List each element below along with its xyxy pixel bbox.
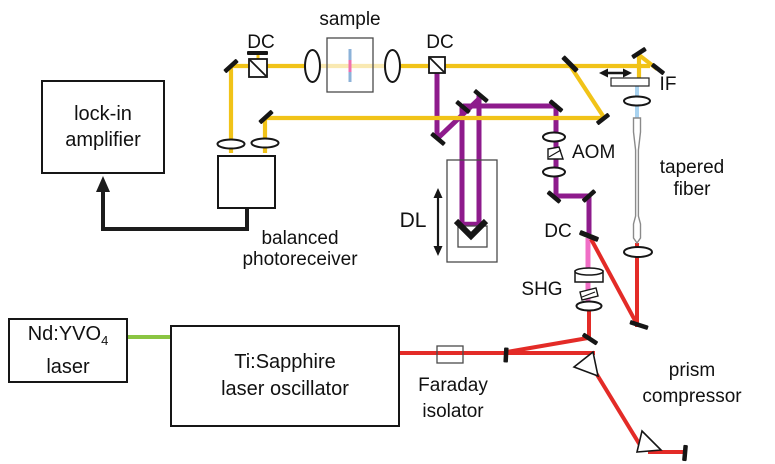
dc-label-shg: DC <box>544 221 572 242</box>
sample-box <box>326 37 374 93</box>
ti-sapphire-box: Ti:Sapphire laser oscillator <box>170 325 400 427</box>
delay-arrow-down-icon <box>433 246 443 256</box>
prism-icon-2 <box>635 429 663 453</box>
residual-red-to-fiber <box>589 238 640 327</box>
dc-label-left: DC <box>247 32 275 53</box>
tapered-fiber-label-line2: fiber <box>673 179 711 200</box>
mirror-icon-probe-top-left <box>223 59 239 73</box>
nd-yvo4-laser-word: laser <box>46 356 90 378</box>
delay-line-box <box>446 159 498 263</box>
shg-crystal-diagonal <box>581 291 596 298</box>
retroreflector-mount-box <box>457 225 488 248</box>
nd-yvo4-name: Nd:YVO <box>27 323 102 345</box>
mirror-icon-aom-top <box>548 99 564 113</box>
lens-icon-sample-right <box>384 49 401 83</box>
lock-in-amplifier-label-line1: lock-in <box>74 103 132 125</box>
mirror-icon-aom-bottom <box>546 190 562 204</box>
dc-label-mid: DC <box>426 32 454 53</box>
mirror-icon-top-right-lower <box>651 63 665 75</box>
lens-icon-receiver-1 <box>216 138 246 150</box>
prism-compressor-label-line1: prism <box>668 360 716 381</box>
prism-icon-1 <box>572 350 600 378</box>
prism-compressor-diagonal <box>594 371 645 452</box>
faraday-isolator-label-line2: isolator <box>422 401 484 422</box>
ti-sapphire-label-line2: laser oscillator <box>221 378 349 400</box>
filter-arrow-right-icon <box>623 68 632 78</box>
tapered-fiber-icon <box>632 117 642 245</box>
tapered-fiber-label: tapered fiber <box>642 157 742 201</box>
signal-arrowhead-icon <box>96 176 110 192</box>
lens-icon-fiber-bottom <box>623 246 653 258</box>
lens-icon-sample-left <box>304 49 321 83</box>
beam-to-shg-arm <box>506 336 589 354</box>
filter-translation-arrow <box>599 68 632 78</box>
prism-compressor-label-line2: compressor <box>642 386 742 407</box>
dichroic-cube-left-diagonal <box>249 59 267 77</box>
filter-arrow-left-icon <box>599 68 608 78</box>
lens-icon-receiver-2 <box>250 137 280 149</box>
balanced-photoreceiver-label: balanced photoreceiver <box>218 228 382 270</box>
reference-pickoff-diagonal <box>569 65 607 121</box>
if-label: IF <box>659 74 677 95</box>
balanced-photoreceiver-label-line1: balanced <box>261 228 339 249</box>
delay-arrow-up-icon <box>433 188 443 198</box>
interference-filter-icon <box>610 77 650 87</box>
pump-beam-path <box>434 70 592 234</box>
nd-yvo4-laser-box: Nd:YVO4 laser <box>8 318 128 383</box>
mirror-icon-shg-fold <box>582 332 598 346</box>
lenses <box>216 49 653 312</box>
mirror-icon-top-right-upper <box>631 47 647 59</box>
shg-label: SHG <box>521 279 563 300</box>
lens-icon-shg-top <box>574 267 604 276</box>
mirror-icon-pump-corner <box>581 189 597 203</box>
mirrors <box>223 47 688 462</box>
dichroic-mirror-icon-shg <box>579 230 599 242</box>
beam-dump-icon <box>247 51 268 55</box>
balanced-photoreceiver-label-line2: photoreceiver <box>242 249 358 270</box>
sample-label: sample <box>319 9 381 30</box>
mirror-icon-reference-left <box>258 110 274 124</box>
lens-icon-aom-bottom <box>542 166 566 178</box>
photoreceiver-signal-wire <box>101 190 249 231</box>
tapered-fiber-label-line1: tapered <box>659 157 725 178</box>
mirror-icon-delay-right <box>473 89 489 103</box>
faraday-isolator-label: Faraday isolator <box>401 373 505 425</box>
mirror-icon-fiber-coupling <box>629 320 649 330</box>
beamsplitter-icon-oscillator <box>503 347 509 363</box>
mirror-icon-reference-fold <box>596 113 610 125</box>
nd-yvo4-subscript: 4 <box>101 333 109 348</box>
faraday-isolator-label-line1: Faraday <box>418 375 488 396</box>
end-mirror-icon-compressor <box>682 444 688 462</box>
lens-icon-fiber-top <box>623 95 651 107</box>
mirror-icon-reference-pickoff <box>561 55 579 73</box>
faraday-isolator-box <box>436 345 464 364</box>
lock-in-amplifier-box: lock-in amplifier <box>41 80 165 174</box>
lens-icon-shg-bottom <box>575 300 603 312</box>
mirror-icon-delay-left <box>455 100 471 114</box>
prism-compressor-label: prism compressor <box>615 358 769 410</box>
nd-yvo4-label: Nd:YVO4 <box>28 321 109 354</box>
mirror-icon-pump-lower-left <box>430 132 446 146</box>
aom-label: AOM <box>572 142 616 163</box>
dichroic-cubes <box>248 56 446 78</box>
ti-sapphire-label-line1: Ti:Sapphire <box>234 351 336 373</box>
dichroic-cube-mid-diagonal <box>429 57 445 73</box>
retroreflector-icon <box>453 218 489 241</box>
lens-icon-aom-top <box>542 131 566 143</box>
aom-crystal-diagonal <box>548 149 562 158</box>
balanced-photoreceiver-box <box>217 155 276 209</box>
dl-label: DL <box>399 209 427 232</box>
lock-in-amplifier-label-line2: amplifier <box>65 129 141 151</box>
delay-line-arrow <box>433 188 443 256</box>
